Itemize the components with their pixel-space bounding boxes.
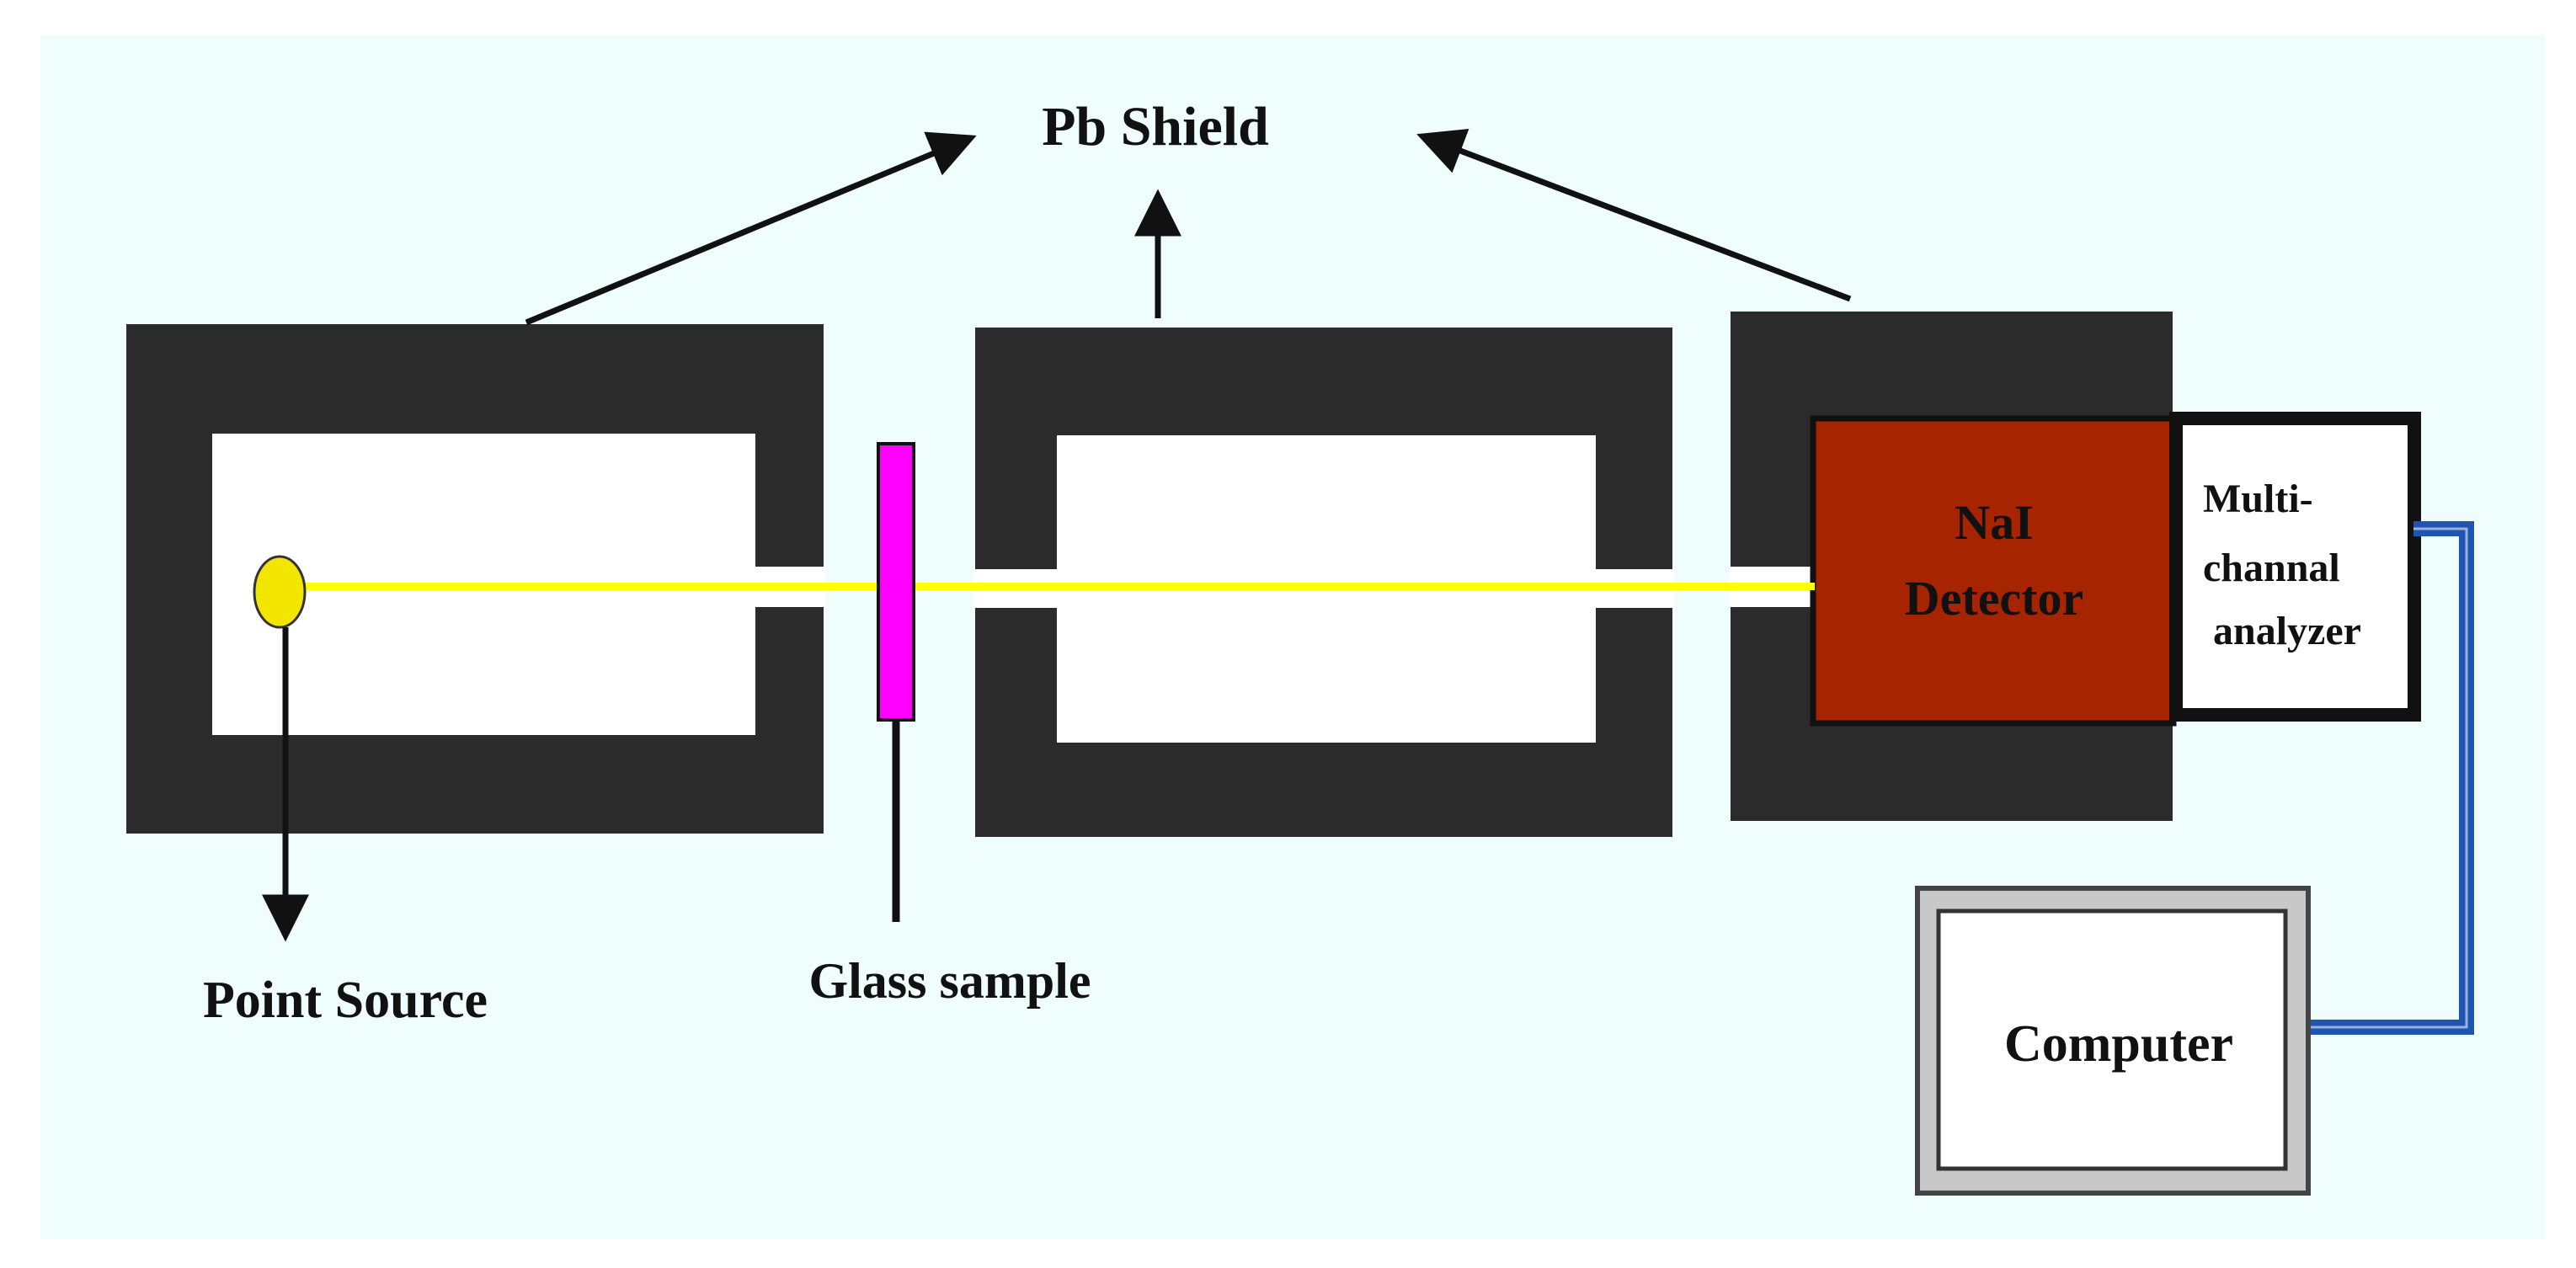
middle-shield [973,328,1674,837]
multichannel-analyzer-label-line2: channal [2203,546,2340,590]
arrow-source-shield-to-pb-label [525,131,977,326]
gamma-beam [299,583,1815,590]
nai-detector: NaI Detector [1810,415,2177,727]
glass-sample [877,442,915,722]
data-cable-highlight [2307,527,2468,1029]
computer-label: Computer [2004,1015,2233,1073]
point-source [253,555,307,629]
glass-sample-label: Glass sample [808,953,1091,1009]
point-source-label: Point Source [203,972,488,1029]
nai-detector-label-line1: NaI [1955,495,2033,550]
multichannel-analyzer-box [2169,412,2421,722]
computer-screen [1936,908,2288,1171]
multichannel-analyzer: Multi- channal analyzer [2169,412,2421,722]
arrow-detector-shield-to-pb-label [1416,128,1852,302]
multichannel-analyzer-label-line1: Multi- [2203,477,2313,521]
computer: Computer [1915,886,2311,1196]
pb-shield-label: Pb Shield [1042,96,1269,157]
nai-detector-label-line2: Detector [1905,571,2084,626]
multichannel-analyzer-label-line3: analyzer [2213,609,2361,653]
source-shield [126,324,825,834]
